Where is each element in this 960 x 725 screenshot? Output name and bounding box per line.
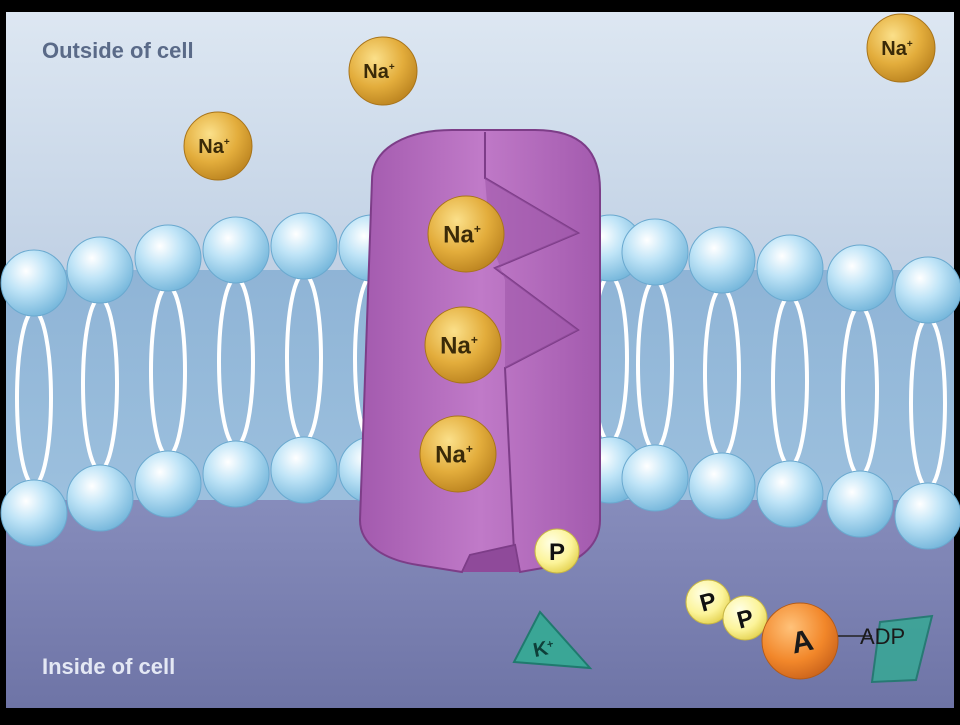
sodium-ion-1: Na+ [348, 36, 418, 106]
phospholipid-head [270, 212, 338, 280]
sodium-ion-label: Na+ [440, 332, 478, 359]
phospholipid-head [202, 440, 270, 508]
sodium-ion-label: Na+ [881, 38, 913, 60]
potassium-ion: K+ [512, 610, 593, 670]
sodium-ion-label: Na+ [435, 441, 473, 468]
phospholipid-head [134, 450, 202, 518]
sodium-ion-6: Na+ [419, 415, 497, 493]
phospholipid-head [756, 460, 824, 528]
adp-receptor-shape [870, 614, 934, 684]
phospholipid-head [826, 470, 894, 538]
phospholipid-head [756, 234, 824, 302]
phospholipid-head [621, 218, 689, 286]
phosphate-2 [722, 595, 768, 641]
phospholipid-head [0, 479, 68, 547]
phospholipid-head [894, 256, 960, 324]
outside-of-cell-label: Outside of cell [42, 38, 194, 63]
phosphate-2-label: P [734, 604, 756, 634]
sodium-ion-label: Na+ [443, 221, 481, 248]
phospholipid-head [826, 244, 894, 312]
potassium-ion-label: K+ [531, 636, 556, 662]
sodium-ion-label: Na+ [198, 136, 230, 158]
sodium-ion-5: Na+ [424, 306, 502, 384]
sodium-ion-label: Na+ [363, 61, 395, 83]
sodium-ion-2: Na+ [183, 111, 253, 181]
phospholipid-head [688, 226, 756, 294]
phosphate-group-attached: P [534, 528, 580, 574]
phospholipid-head [894, 482, 960, 550]
phospholipid-head [134, 224, 202, 292]
phospholipid-head [66, 236, 134, 304]
atp-molecule: ADP P P A [685, 579, 934, 684]
sodium-ions: Na+ Na+ Na+ Na+ Na+ Na+ [183, 13, 936, 493]
sodium-ion-3: Na+ [866, 13, 936, 83]
phospholipid-heads-inner-layer [0, 436, 960, 550]
adp-label: ADP [860, 624, 905, 649]
phospholipid-head [66, 464, 134, 532]
sodium-ion-4: Na+ [427, 195, 505, 273]
phospholipid-head [270, 436, 338, 504]
phospholipid-head [688, 452, 756, 520]
inside-of-cell-label: Inside of cell [42, 654, 176, 679]
phospholipid-head [621, 444, 689, 512]
phosphate-attached-label: P [549, 539, 565, 566]
phospholipid-head [0, 249, 68, 317]
phosphate-1-label: P [697, 587, 719, 617]
phospholipid-head [202, 216, 270, 284]
adenosine [761, 602, 839, 680]
